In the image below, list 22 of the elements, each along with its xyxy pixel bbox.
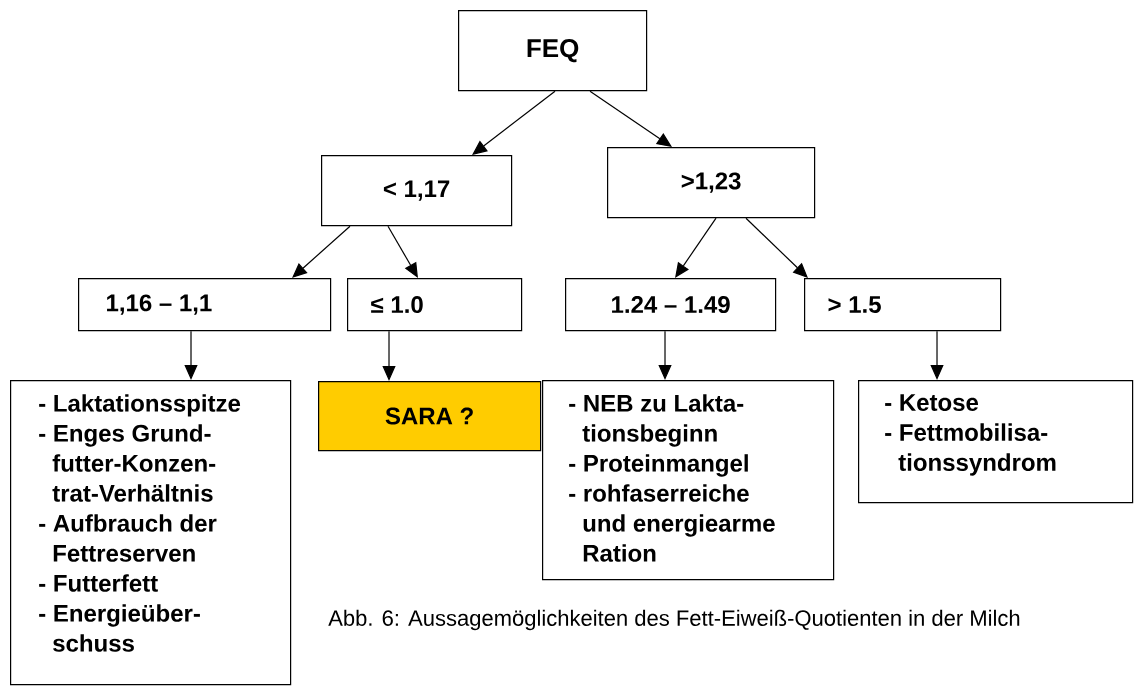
arrow	[184, 330, 198, 380]
range-box: > 1.5	[804, 278, 1002, 332]
cause-list-box: - Laktationsspitze - Enges Grund- futter-Konzen- trat-Verhältnis - Aufbrauch der Fettreserven - Futterfett - Energieüber- schuss	[10, 380, 292, 686]
arrow	[658, 330, 672, 380]
caption: Abb. 6: Aussagemöglichkeiten des Fett-Eiweiß-Quotienten in der Milch	[328, 609, 1020, 631]
arrow	[589, 90, 672, 147]
cause-list-box: - Ketose - Fettmobilisa- tionssyndrom	[858, 380, 1134, 504]
cause-list-box: - NEB zu Lakta- tionsbeginn - Proteinmangel - rohfaserreiche und energiearme Ration	[542, 380, 835, 581]
range-box: ≤ 1.0	[347, 278, 523, 332]
condition-box: >1,23	[607, 147, 816, 219]
range-box: 1,16 – 1,1	[78, 278, 332, 332]
title-box: FEQ	[458, 10, 648, 92]
condition-box: < 1,17	[321, 155, 513, 227]
arrow	[472, 90, 556, 155]
arrow	[387, 225, 418, 278]
arrow	[292, 225, 351, 278]
arrow	[930, 330, 944, 380]
arrow	[382, 330, 396, 381]
result-box: SARA ?	[318, 381, 542, 452]
range-box: 1.24 – 1.49	[565, 278, 777, 332]
arrow	[675, 217, 717, 278]
arrow	[745, 217, 808, 278]
